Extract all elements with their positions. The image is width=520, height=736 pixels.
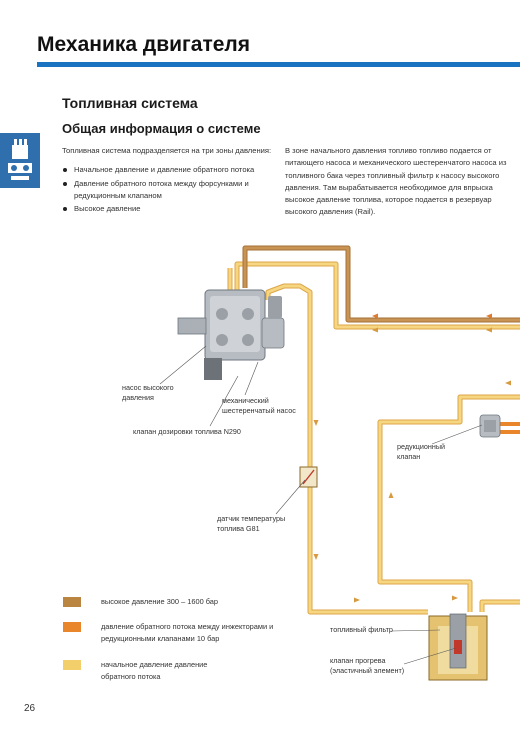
legend-swatch-low bbox=[63, 660, 81, 670]
fuel-filter-icon bbox=[428, 613, 488, 681]
page-number: 26 bbox=[24, 703, 36, 714]
label-fuel-filter: топливный фильтр bbox=[330, 625, 393, 634]
legend-text-return: давление обратного потока между инжектор… bbox=[101, 622, 274, 643]
temperature-sensor-icon bbox=[299, 466, 318, 488]
bullet-item: Высокое давление bbox=[62, 203, 272, 215]
section-title: Топливная система bbox=[62, 95, 198, 111]
title-rule bbox=[37, 62, 520, 67]
reducer-valve-icon bbox=[479, 414, 501, 438]
legend-text-high: высокое давление 300 – 1600 бар bbox=[101, 597, 219, 606]
reducer-return-inner bbox=[378, 395, 520, 612]
bullet-item: Начальное давление и давление обратного … bbox=[62, 164, 272, 176]
label-hp-pump: насос высокого давления bbox=[122, 383, 174, 402]
legend-swatch-return bbox=[63, 622, 81, 632]
intro-column: Топливная система подразделяется на три … bbox=[62, 145, 272, 216]
chapter-tab bbox=[0, 133, 40, 188]
bullet-list: Начальное давление и давление обратного … bbox=[62, 164, 272, 215]
label-temp-sensor: датчик температуры топлива G81 bbox=[217, 514, 286, 533]
label-metering-valve: клапан дозировки топлива N290 bbox=[133, 427, 241, 436]
intro-lead: Топливная система подразделяется на три … bbox=[62, 146, 272, 155]
description-column: В зоне начального давления топливо топли… bbox=[285, 146, 507, 217]
label-warmup-valve: клапан прогрева (эластичный элемент) bbox=[330, 656, 405, 675]
tank-line-inner bbox=[480, 600, 520, 612]
label-gear-pump: механический шестеренчатый насос bbox=[222, 396, 296, 415]
legend-text-low: начальное давление давление обратного по… bbox=[101, 660, 208, 681]
label-reducer-valve: редукционный клапан bbox=[397, 442, 446, 461]
high-pressure-line-inner bbox=[243, 246, 520, 322]
flow-arrows bbox=[313, 313, 511, 603]
section-subtitle: Общая информация о системе bbox=[62, 121, 261, 136]
feed-line-inner bbox=[266, 284, 428, 614]
engine-icon bbox=[8, 139, 32, 180]
legend-swatch-high bbox=[63, 597, 81, 607]
page-title: Механика двигателя bbox=[37, 33, 251, 56]
bullet-item: Давление обратного потока между форсунка… bbox=[62, 178, 272, 203]
return-line-inner bbox=[235, 262, 520, 329]
high-pressure-pump bbox=[177, 289, 285, 380]
